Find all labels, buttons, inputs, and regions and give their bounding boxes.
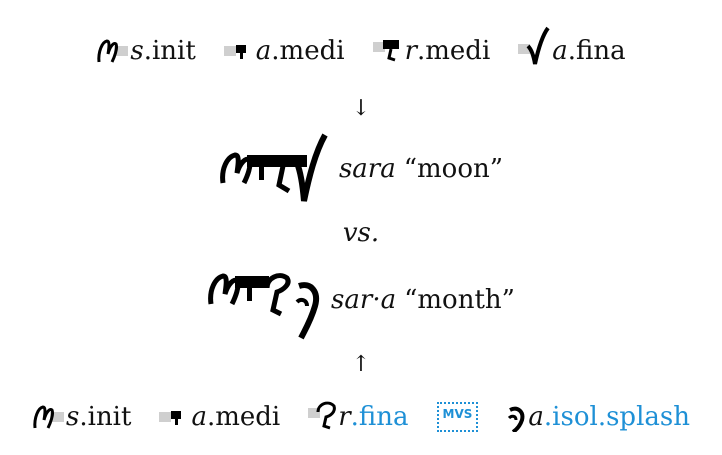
translit-s: s xyxy=(66,402,80,432)
feature-medi: .medi xyxy=(271,36,345,66)
up-arrow: ↑ xyxy=(351,352,371,377)
translit-s: s xyxy=(130,36,144,66)
down-arrow: ↓ xyxy=(351,96,371,121)
vs-label: vs. xyxy=(342,218,380,248)
bottom-seg-a-medi: a.medi xyxy=(159,402,280,432)
sar-a-word-glyph xyxy=(208,273,319,340)
a-fina-glyph xyxy=(518,26,550,65)
a-isol-splash-glyph xyxy=(508,406,525,432)
r-fina-glyph xyxy=(308,401,337,430)
s-init-glyph xyxy=(97,39,129,63)
top-seg-s-init: s.init xyxy=(96,36,196,66)
top-seg-r-medi: r.medi xyxy=(372,32,491,66)
gloss-moon: “moon” xyxy=(403,154,504,184)
bottom-seg-a-isol-splash: a.isol.splash xyxy=(506,398,690,432)
feature-medi: .medi xyxy=(417,36,491,66)
feature-init: .init xyxy=(143,36,196,66)
top-glyph-row: s.init a.medi r.medi a.fina xyxy=(0,26,722,66)
mvs-box: MVS xyxy=(436,402,479,432)
a-medi-glyph xyxy=(223,45,246,59)
translit-r: r xyxy=(338,402,351,432)
bottom-seg-mvs: MVS xyxy=(436,402,489,432)
s-init-glyph xyxy=(33,405,65,429)
word-month: sar·a “month” xyxy=(0,264,722,340)
translit-sara: sara xyxy=(338,154,396,184)
top-seg-a-medi: a.medi xyxy=(223,36,345,66)
top-seg-a-fina: a.fina xyxy=(518,26,626,66)
bottom-seg-r-fina: r.fina xyxy=(308,398,409,432)
r-medi-glyph xyxy=(372,40,399,62)
feature-init: .init xyxy=(79,402,132,432)
feature-fina: .fina xyxy=(567,36,626,66)
translit-r: r xyxy=(404,36,417,66)
bottom-glyph-row: s.init a.medi r.fina MVS a.isol.splash xyxy=(0,398,722,432)
word-moon: sara “moon” xyxy=(0,133,722,204)
sara-word-glyph xyxy=(220,133,328,202)
translit-a: a xyxy=(255,36,272,66)
a-medi-glyph xyxy=(159,411,182,425)
feature-isol-splash: .isol.splash xyxy=(543,402,690,432)
translit-a: a xyxy=(528,402,544,432)
feature-medi: .medi xyxy=(206,402,281,432)
bottom-seg-s-init: s.init xyxy=(32,402,131,432)
feature-fina: .fina xyxy=(350,402,409,432)
translit-a: a xyxy=(552,36,568,66)
translit-sar-a: sar·a xyxy=(331,285,397,315)
gloss-month: “month” xyxy=(404,285,515,315)
translit-a: a xyxy=(191,402,207,432)
